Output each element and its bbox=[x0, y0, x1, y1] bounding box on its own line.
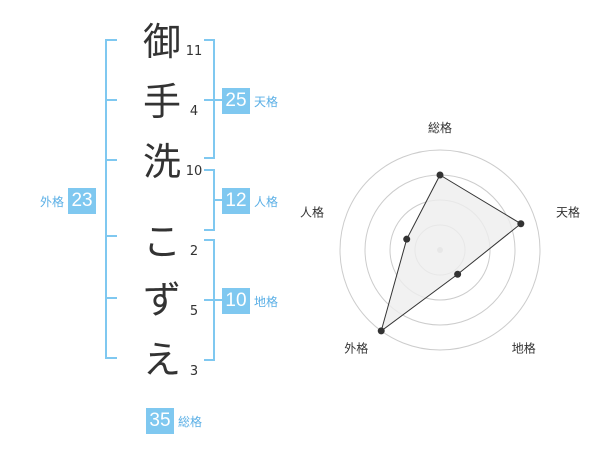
radar-ring bbox=[339, 149, 541, 351]
gaikaku-badge: 外格 23 bbox=[40, 188, 97, 214]
stroke-count-5: 5 bbox=[189, 304, 199, 319]
tenkaku-value: 25 bbox=[222, 88, 250, 114]
chikaku-badge: 10 地格 bbox=[222, 288, 278, 314]
soukaku-label: 総格 bbox=[178, 414, 203, 429]
name-char-2: 手 bbox=[142, 80, 181, 124]
jinkaku-badge: 12 人格 bbox=[222, 188, 278, 214]
name-char-1: 御 bbox=[142, 20, 181, 64]
radar-axis-label: 天格 bbox=[556, 204, 580, 219]
radar-axis-label: 外格 bbox=[344, 341, 368, 356]
radar-point bbox=[436, 171, 444, 179]
soukaku-badge: 35 総格 bbox=[146, 408, 202, 434]
bracket-tenkaku bbox=[204, 39, 222, 159]
tenkaku-label: 天格 bbox=[254, 94, 279, 109]
radar-point bbox=[454, 270, 462, 278]
radar-point bbox=[517, 220, 525, 228]
stroke-count-4: 2 bbox=[189, 244, 199, 259]
radar-axis-label: 人格 bbox=[300, 204, 324, 219]
name-char-4: こ bbox=[142, 220, 181, 264]
chikaku-value: 10 bbox=[222, 288, 250, 314]
bracket-gaikaku bbox=[105, 39, 117, 359]
gaikaku-label: 外格 bbox=[40, 194, 65, 209]
radar-point bbox=[377, 327, 385, 335]
stroke-count-6: 3 bbox=[189, 364, 199, 379]
radar-series-polygon bbox=[380, 174, 522, 333]
stroke-count-3: 10 bbox=[185, 164, 203, 179]
gaikaku-value: 23 bbox=[68, 188, 97, 214]
jinkaku-label: 人格 bbox=[254, 194, 279, 209]
bracket-jinkaku bbox=[204, 169, 222, 231]
chikaku-label: 地格 bbox=[254, 294, 279, 309]
name-char-6: え bbox=[142, 338, 181, 382]
radar-axis-label: 総格 bbox=[428, 120, 452, 135]
radar-point bbox=[403, 235, 411, 243]
stroke-count-2: 4 bbox=[189, 104, 199, 119]
jinkaku-value: 12 bbox=[222, 188, 250, 214]
tenkaku-badge: 25 天格 bbox=[222, 88, 278, 114]
soukaku-value: 35 bbox=[146, 408, 174, 434]
stroke-count-1: 11 bbox=[185, 44, 203, 59]
bracket-chikaku bbox=[204, 239, 222, 361]
name-char-5: ず bbox=[142, 278, 181, 322]
name-char-3: 洗 bbox=[142, 140, 181, 184]
radar-axis-label: 地格 bbox=[512, 341, 536, 356]
